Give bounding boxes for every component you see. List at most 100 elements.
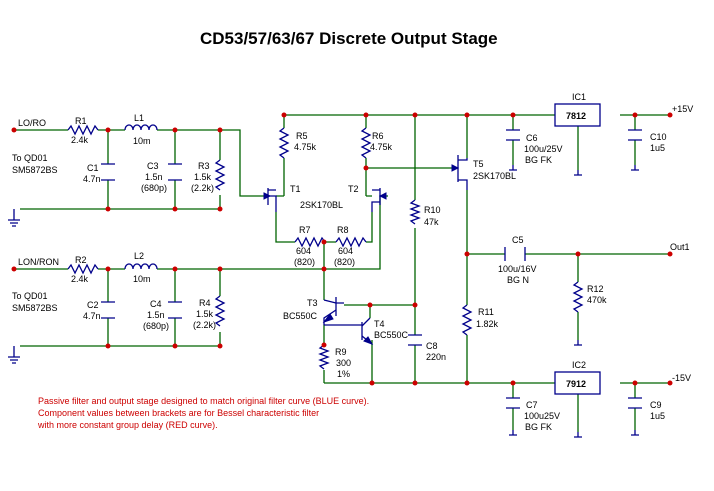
c3-symbol xyxy=(168,163,182,181)
c3-value: 1.5n xyxy=(145,172,163,182)
ground-icon xyxy=(574,432,582,438)
c1-value: 4.7n xyxy=(83,174,101,184)
c6-symbol xyxy=(506,129,520,141)
r6-symbol xyxy=(360,127,372,159)
t1-ref: T1 xyxy=(290,184,301,194)
page-title: CD53/57/63/67 Discrete Output Stage xyxy=(200,29,498,48)
c6-alt: BG FK xyxy=(525,155,552,165)
c4-alt: (680p) xyxy=(143,321,169,331)
r4-symbol xyxy=(214,295,226,327)
c9-symbol xyxy=(628,397,642,409)
ground-icon xyxy=(8,209,20,227)
r4-alt: (2.2k) xyxy=(193,320,216,330)
r6-ref: R6 xyxy=(372,131,384,141)
ground-icon xyxy=(574,340,582,346)
t4-type: BC550C xyxy=(374,330,409,340)
c2-symbol xyxy=(101,301,115,319)
c8-value: 220n xyxy=(426,352,446,362)
r9-value: 300 xyxy=(336,358,351,368)
c7-ref: C7 xyxy=(526,400,538,410)
note-line: with more constant group delay (RED curv… xyxy=(37,420,218,430)
t4-bjt-symbol xyxy=(324,317,374,345)
net-out1: Out1 xyxy=(670,242,690,252)
r7-alt: (820) xyxy=(294,257,315,267)
r5-ref: R5 xyxy=(296,131,308,141)
c5-value: 100u/16V xyxy=(498,264,537,274)
net-sm-b: SM5872BS xyxy=(12,303,58,313)
ground-icon xyxy=(8,346,20,364)
c10-ref: C10 xyxy=(650,132,667,142)
l2-symbol xyxy=(124,263,158,270)
r3-ref: R3 xyxy=(198,161,210,171)
r1-value: 2.4k xyxy=(71,135,89,145)
r4-ref: R4 xyxy=(199,298,211,308)
r1-ref: R1 xyxy=(75,116,87,126)
c8-symbol xyxy=(408,334,422,346)
r2-symbol xyxy=(67,263,99,275)
t2-ref: T2 xyxy=(348,184,359,194)
labels: LO/RO LON/RON To QD01 SM5872BS To QD01 S… xyxy=(12,92,693,432)
c5-alt: BG N xyxy=(507,275,529,285)
parts xyxy=(8,103,642,438)
r7-ref: R7 xyxy=(299,225,311,235)
note-line: Component values between brackets are fo… xyxy=(38,408,319,418)
c5-ref: C5 xyxy=(512,235,524,245)
r5-value: 4.75k xyxy=(294,142,317,152)
c10-value: 1u5 xyxy=(650,143,665,153)
ground-icon xyxy=(631,165,639,171)
junctions xyxy=(11,112,673,386)
net-to-qd01-a: To QD01 xyxy=(12,153,48,163)
c1-symbol xyxy=(101,163,115,181)
t3-bjt-symbol xyxy=(322,297,344,325)
r12-value: 470k xyxy=(587,295,607,305)
c4-symbol xyxy=(168,301,182,319)
c7-symbol xyxy=(506,397,520,409)
r8-alt: (820) xyxy=(334,257,355,267)
t5-type: 2SK170BL xyxy=(473,171,516,181)
t3-ref: T3 xyxy=(307,298,318,308)
c2-ref: C2 xyxy=(87,300,99,310)
r12-symbol xyxy=(572,281,584,313)
notes: Passive filter and output stage designed… xyxy=(37,396,369,430)
t1-t2-type: 2SK170BL xyxy=(300,200,343,210)
r2-value: 2.4k xyxy=(71,274,89,284)
net-lo-ro: LO/RO xyxy=(18,118,46,128)
r3-symbol xyxy=(214,159,226,191)
r11-symbol xyxy=(461,304,473,336)
ground-icon xyxy=(631,430,639,436)
t3-type: BC550C xyxy=(283,311,318,321)
net-pos15: +15V xyxy=(672,104,693,114)
c6-value: 100u/25V xyxy=(524,144,563,154)
r6-value: 4.75k xyxy=(370,142,393,152)
t2-jfet-symbol xyxy=(371,188,387,212)
r2-ref: R2 xyxy=(75,255,87,265)
r9-ref: R9 xyxy=(335,347,347,357)
ground-icon xyxy=(574,170,582,176)
wires xyxy=(14,114,670,432)
r10-ref: R10 xyxy=(424,205,441,215)
r5-symbol xyxy=(278,127,290,159)
t4-ref: T4 xyxy=(374,319,385,329)
c6-ref: C6 xyxy=(526,133,538,143)
r9-symbol xyxy=(318,344,330,370)
l1-value: 10m xyxy=(133,136,151,146)
r4-value: 1.5k xyxy=(196,309,214,319)
r8-ref: R8 xyxy=(337,225,349,235)
r12-ref: R12 xyxy=(587,284,604,294)
r1-symbol xyxy=(67,124,99,136)
t5-jfet-symbol xyxy=(451,155,468,190)
l1-symbol xyxy=(124,124,158,131)
r7-value: 604 xyxy=(296,246,311,256)
c1-ref: C1 xyxy=(87,163,99,173)
l1-ref: L1 xyxy=(134,113,144,123)
t5-ref: T5 xyxy=(473,159,484,169)
r10-value: 47k xyxy=(424,217,439,227)
c5-symbol xyxy=(504,247,526,261)
c4-value: 1.5n xyxy=(147,310,165,320)
note-line: Passive filter and output stage designed… xyxy=(38,396,369,406)
r3-alt: (2.2k) xyxy=(191,183,214,193)
r8-symbol xyxy=(335,236,367,248)
net-neg15: -15V xyxy=(672,373,691,383)
c4-ref: C4 xyxy=(150,299,162,309)
r10-symbol xyxy=(409,199,421,225)
